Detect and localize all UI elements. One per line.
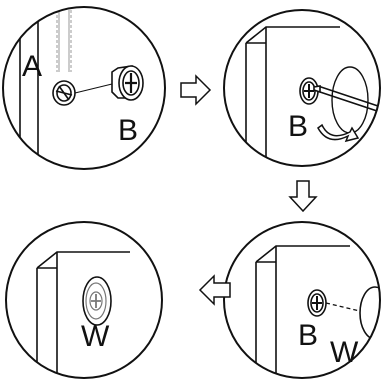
rotation-path	[331, 66, 369, 134]
screw-b	[307, 289, 327, 317]
arrow-down-icon	[288, 180, 318, 213]
cam-lock-a	[52, 80, 76, 106]
guide-line	[74, 83, 113, 94]
panel-border	[223, 9, 381, 167]
screw-b	[111, 65, 144, 101]
panel-step-2: B	[223, 9, 381, 167]
label-b: B	[298, 319, 318, 352]
arrow-right-icon	[180, 74, 212, 106]
hole-shaft	[56, 10, 72, 72]
label-b: B	[288, 110, 308, 143]
label-w: W	[81, 320, 110, 353]
rotate-arrow-icon	[317, 123, 360, 143]
board	[245, 26, 340, 166]
panel-border	[5, 221, 163, 379]
screwdriver	[313, 85, 380, 113]
guide-line	[325, 302, 365, 313]
panel-step-3: B W	[223, 221, 381, 379]
panel-step-4: W	[5, 221, 163, 379]
label-w: W	[330, 336, 359, 369]
panel-border	[2, 6, 166, 170]
label-b: B	[118, 114, 138, 147]
panel-step-1: A B	[2, 6, 166, 170]
cover-cap-w	[82, 276, 112, 326]
board	[255, 245, 350, 378]
arrow-left-icon	[198, 274, 231, 306]
label-a: A	[22, 50, 42, 83]
panel-border	[223, 221, 381, 379]
board	[36, 251, 130, 378]
